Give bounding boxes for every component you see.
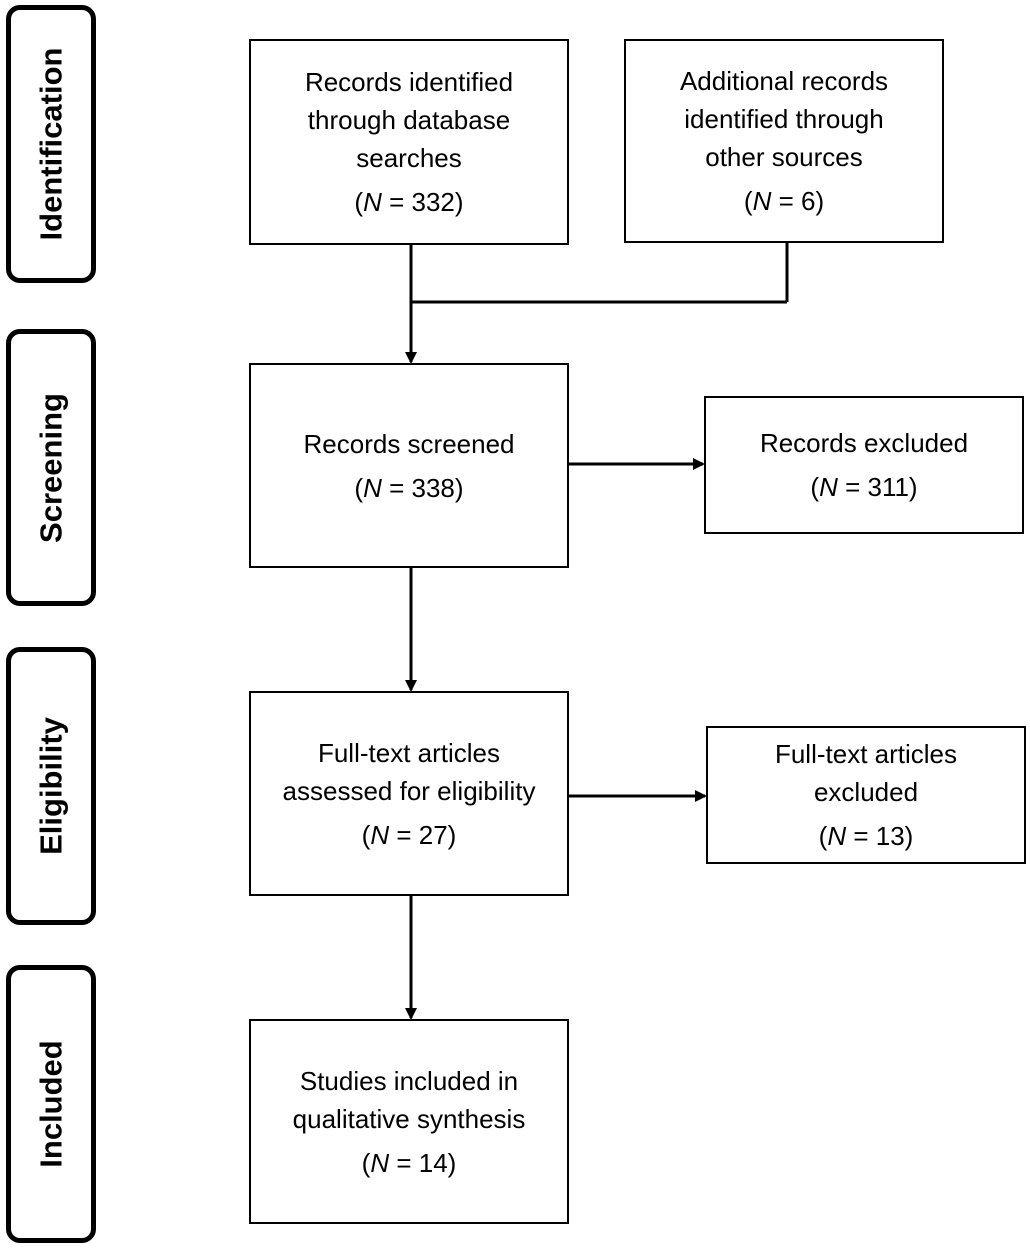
n-symbol: N — [370, 1147, 390, 1178]
box-text: Full-text articles — [774, 739, 958, 769]
box-database-records: Records identified through database sear… — [249, 39, 569, 245]
n-symbol: N — [370, 819, 390, 850]
phase-screening: Screening — [6, 329, 96, 606]
box-count: (N = 13) — [818, 821, 914, 851]
count-value: = 332) — [389, 187, 464, 217]
count-value: = 14) — [396, 1147, 457, 1178]
count-value: = 13) — [853, 821, 914, 851]
count-value: = 311) — [845, 472, 918, 502]
box-count: (N = 14) — [361, 1147, 457, 1178]
n-symbol: N — [363, 472, 382, 503]
box-text: identified through — [684, 104, 884, 134]
box-text: Records screened — [303, 428, 515, 459]
box-other-records: Additional records identified through ot… — [624, 39, 944, 243]
box-text: other sources — [705, 142, 863, 172]
box-text: through database — [307, 105, 511, 135]
box-count: (N = 6) — [743, 186, 825, 216]
box-fulltext-assessed: Full-text articles assessed for eligibil… — [249, 691, 569, 896]
box-text: Additional records — [679, 66, 889, 96]
count-value: = 27) — [396, 819, 457, 850]
box-text: Records excluded — [759, 428, 969, 458]
n-symbol: N — [752, 186, 772, 216]
box-count: (N = 332) — [354, 187, 464, 217]
box-count: (N = 338) — [354, 472, 464, 503]
box-studies-included: Studies included in qualitative synthesi… — [249, 1019, 569, 1224]
phase-eligibility: Eligibility — [6, 647, 96, 925]
box-text: Studies included in — [299, 1065, 519, 1096]
box-records-excluded: Records excluded (N = 311) — [704, 396, 1024, 534]
phase-included: Included — [6, 965, 96, 1243]
n-symbol: N — [819, 472, 838, 502]
box-fulltext-excluded: Full-text articles excluded (N = 13) — [706, 726, 1026, 864]
box-text: qualitative synthesis — [292, 1103, 526, 1134]
n-symbol: N — [363, 187, 382, 217]
box-text: Full-text articles — [317, 737, 501, 768]
box-text: excluded — [813, 777, 919, 807]
box-count: (N = 311) — [810, 472, 918, 502]
n-symbol: N — [827, 821, 847, 851]
box-records-screened: Records screened (N = 338) — [249, 363, 569, 568]
box-text: assessed for eligibility — [282, 775, 536, 806]
box-count: (N = 27) — [361, 819, 457, 850]
count-value: = 338) — [389, 472, 464, 503]
box-text: Records identified — [304, 67, 514, 97]
phase-identification: Identification — [6, 5, 96, 283]
count-value: = 6) — [778, 186, 825, 216]
box-text: searches — [356, 143, 462, 173]
